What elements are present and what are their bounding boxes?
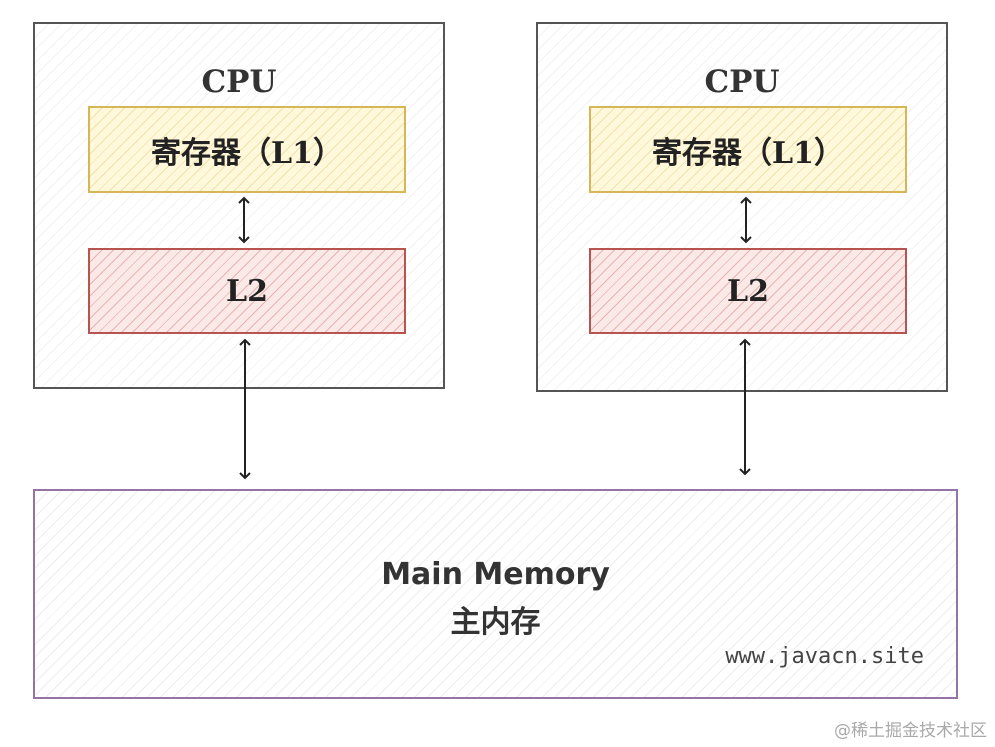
l2-cache-box-left: L2 bbox=[88, 248, 406, 334]
l1-label: 寄存器（L1） bbox=[652, 135, 844, 171]
l2-label: L2 bbox=[727, 273, 769, 309]
l2-label: L2 bbox=[226, 273, 268, 309]
l1-label: 寄存器（L1） bbox=[151, 135, 343, 171]
main-memory-box: Main Memory 主内存 www.javacn.site bbox=[33, 489, 958, 699]
l1-register-box-left: 寄存器（L1） bbox=[88, 106, 406, 193]
cpu-title: CPU bbox=[704, 64, 780, 100]
l1-register-box-right: 寄存器（L1） bbox=[589, 106, 907, 193]
watermark: @稀土掘金技术社区 bbox=[834, 721, 987, 741]
l2-cache-box-right: L2 bbox=[589, 248, 907, 334]
cpu-title: CPU bbox=[201, 64, 277, 100]
memory-title: Main Memory bbox=[381, 557, 610, 592]
site-url: www.javacn.site bbox=[725, 644, 924, 669]
memory-subtitle: 主内存 bbox=[450, 605, 541, 640]
